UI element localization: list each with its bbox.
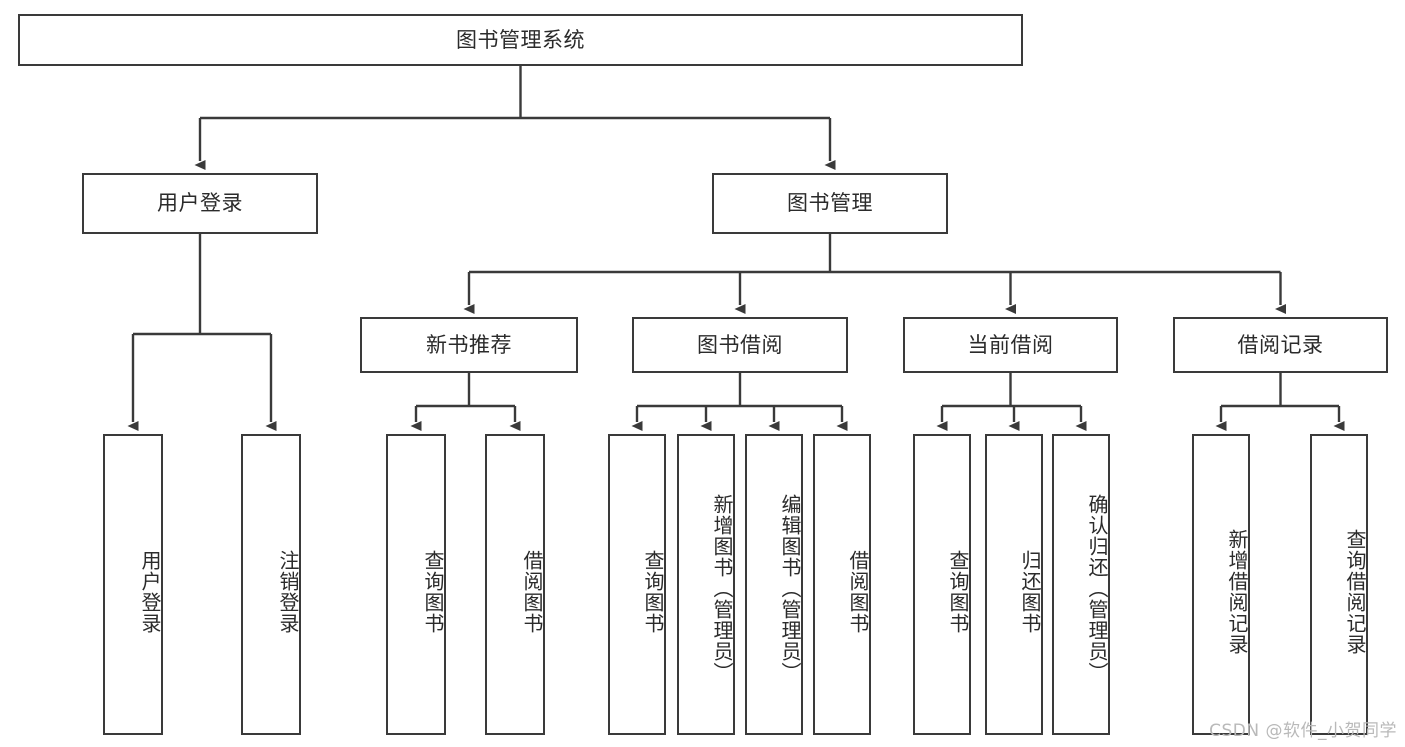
node-leaf-add-borrow-record[interactable]: 新增借阅记录 [1192, 434, 1250, 735]
node-user-login[interactable]: 用户登录 [82, 173, 318, 234]
node-label: 用户登录 [138, 549, 162, 634]
node-label: 查询图书 [641, 549, 665, 634]
connector-bus [942, 373, 1081, 408]
node-leaf-edit-book-admin[interactable]: 编辑图书（管理员） [745, 434, 803, 735]
connector-bus [637, 373, 842, 408]
node-leaf-borrow-book-1[interactable]: 借阅图书 [485, 434, 545, 735]
node-label: 当前借阅 [967, 332, 1054, 357]
node-leaf-return-book[interactable]: 归还图书 [985, 434, 1043, 735]
node-label: 用户登录 [157, 191, 243, 216]
connector-bus [416, 373, 515, 408]
node-leaf-user-login[interactable]: 用户登录 [103, 434, 163, 735]
node-label: 借阅图书 [846, 549, 870, 634]
node-label: 查询图书 [421, 549, 445, 634]
node-label: 新书推荐 [426, 332, 512, 357]
node-label: 借阅记录 [1237, 332, 1324, 357]
node-book-manage[interactable]: 图书管理 [712, 173, 948, 234]
node-leaf-query-borrow-record[interactable]: 查询借阅记录 [1310, 434, 1368, 735]
connector-bus [1221, 373, 1339, 408]
node-label: 图书管理 [787, 191, 873, 216]
connector-bus [469, 234, 1281, 274]
node-leaf-add-book-admin[interactable]: 新增图书（管理员） [677, 434, 735, 735]
node-leaf-query-book-2[interactable]: 查询图书 [608, 434, 666, 735]
node-label: 借阅图书 [520, 549, 544, 634]
node-label: 归还图书 [1018, 549, 1042, 634]
node-label: 查询借阅记录 [1343, 528, 1367, 655]
node-new-book-rec[interactable]: 新书推荐 [360, 317, 578, 373]
node-leaf-user-logout[interactable]: 注销登录 [241, 434, 301, 735]
node-label: 新增图书（管理员） [710, 494, 734, 683]
node-label: 查询图书 [946, 549, 970, 634]
node-label: 确认归还（管理员） [1085, 494, 1109, 683]
node-leaf-query-book-1[interactable]: 查询图书 [386, 434, 446, 735]
connector-bus [200, 66, 830, 120]
node-root[interactable]: 图书管理系统 [18, 14, 1023, 66]
node-book-borrow[interactable]: 图书借阅 [632, 317, 848, 373]
node-label: 注销登录 [276, 549, 300, 634]
node-label: 图书借阅 [697, 332, 783, 357]
node-borrow-record[interactable]: 借阅记录 [1173, 317, 1388, 373]
node-current-borrow[interactable]: 当前借阅 [903, 317, 1118, 373]
node-label: 新增借阅记录 [1225, 528, 1249, 655]
node-leaf-borrow-book-2[interactable]: 借阅图书 [813, 434, 871, 735]
connector-bus [133, 234, 271, 336]
node-leaf-query-book-3[interactable]: 查询图书 [913, 434, 971, 735]
node-label: 图书管理系统 [456, 27, 585, 52]
node-label: 编辑图书（管理员） [778, 494, 802, 683]
watermark: CSDN @软件_小贺同学 [1209, 721, 1397, 741]
node-leaf-confirm-return-admin[interactable]: 确认归还（管理员） [1052, 434, 1110, 735]
